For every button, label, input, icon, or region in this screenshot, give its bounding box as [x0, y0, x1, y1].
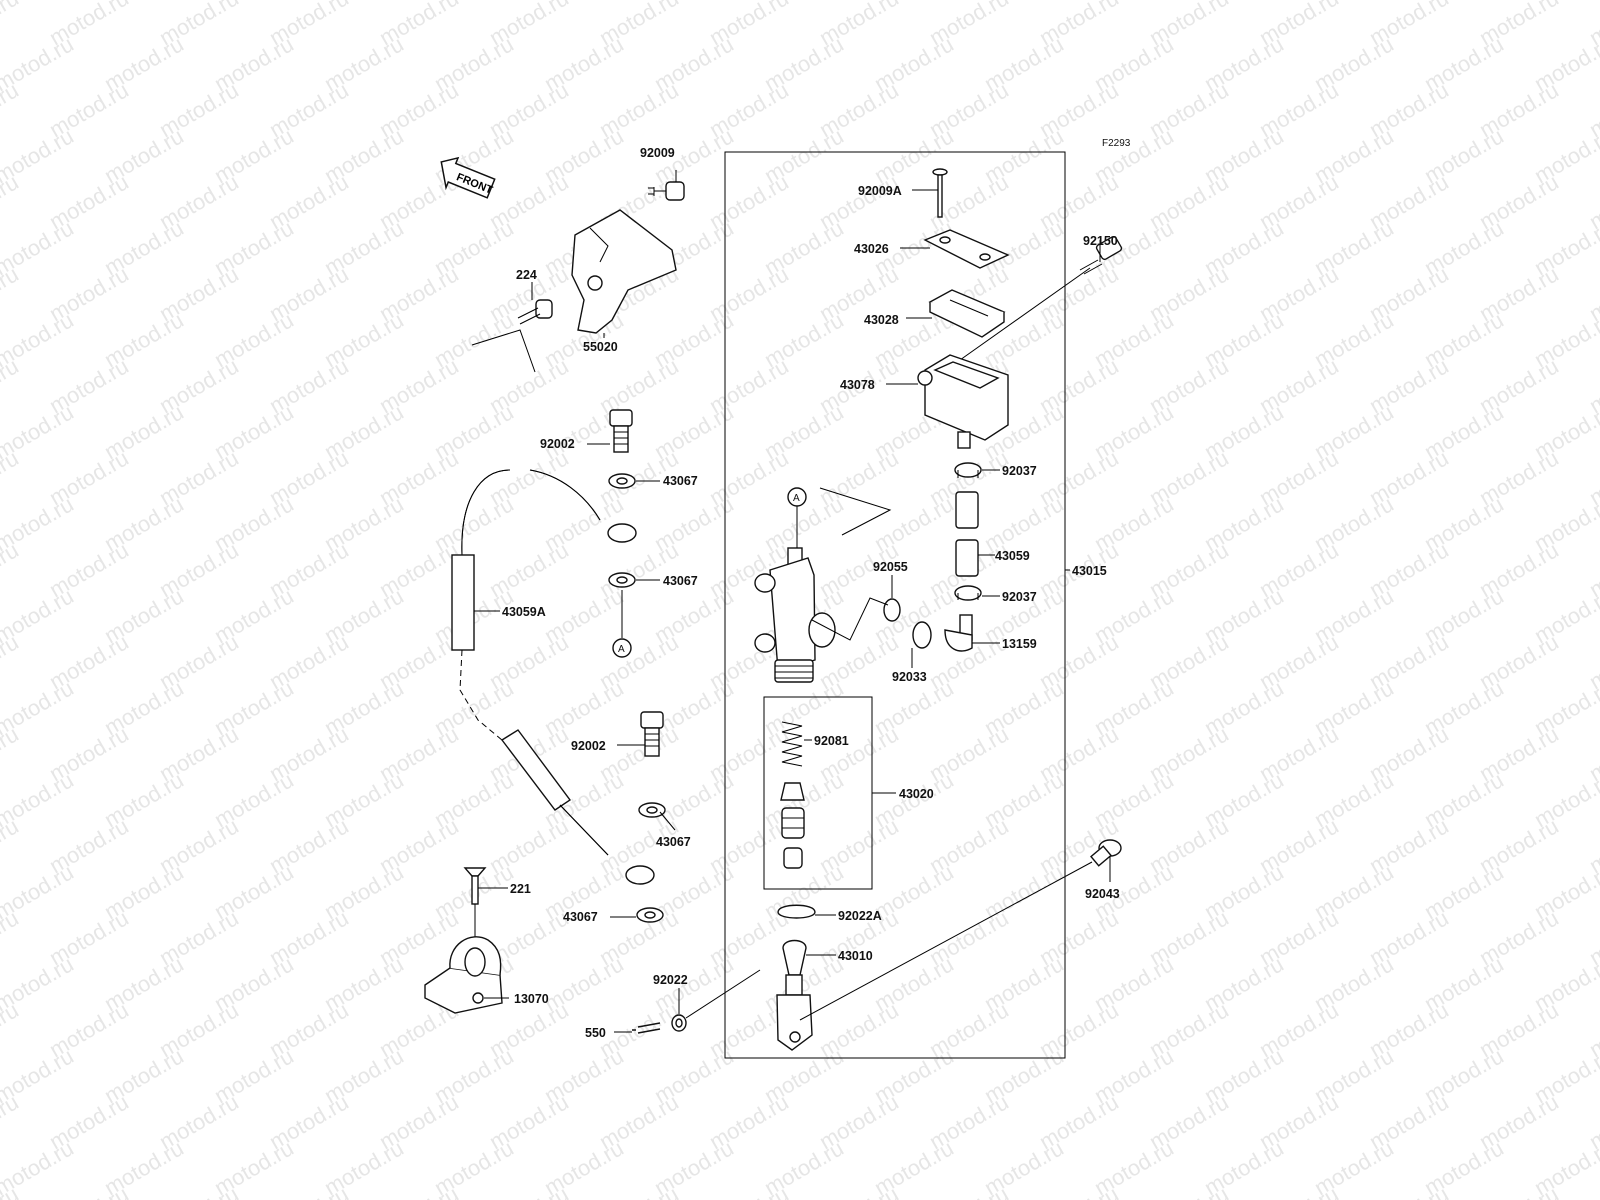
label-13159: 13159	[1002, 637, 1037, 651]
ref-a-left-text: A	[618, 644, 625, 655]
piston-parts-43020	[780, 782, 805, 869]
watermark-text: motod.ru	[0, 997, 23, 1062]
label-92037-bottom: 92037	[1002, 590, 1037, 604]
spring-92081	[781, 721, 803, 767]
clamp-13070	[424, 936, 503, 1014]
label-43026: 43026	[854, 242, 889, 256]
bolt-92009	[648, 181, 685, 201]
watermark-text: motod.ru	[925, 1181, 1013, 1200]
watermark-text: motod.ru	[375, 1181, 463, 1200]
figure-id: F2293	[1102, 138, 1131, 149]
reference-a-left: A	[612, 638, 632, 658]
clip-92037b	[954, 585, 982, 601]
watermark-text: motod.ru	[0, 261, 23, 326]
label-43028: 43028	[864, 313, 899, 327]
banjo-bolt-92002b	[640, 711, 664, 757]
watermark-text: motod.ru	[1035, 1181, 1123, 1200]
push-rod-43010	[776, 939, 813, 1051]
watermark-text: motod.ru	[45, 1181, 133, 1200]
leader-lines	[474, 170, 1111, 1033]
label-550: 550	[585, 1026, 606, 1040]
watermark-text: motod.ru	[0, 353, 23, 418]
watermark-text: motod.ru	[0, 445, 23, 510]
watermark-text: motod.ru	[0, 77, 23, 142]
label-43059A: 43059A	[502, 605, 546, 619]
watermark-text: motod.ru	[0, 0, 23, 50]
label-92009A: 92009A	[858, 184, 902, 198]
watermark-text: motod.ru	[595, 1181, 683, 1200]
label-92022A: 92022A	[838, 909, 882, 923]
banjo-bolt-92002a	[609, 409, 633, 453]
label-43067-4: 43067	[563, 910, 598, 924]
label-43067-1: 43067	[663, 474, 698, 488]
oring-92055	[883, 598, 901, 622]
circlip-92022A	[777, 904, 816, 919]
label-92150: 92150	[1083, 234, 1118, 248]
label-43078: 43078	[840, 378, 875, 392]
cylinder-body-43015	[754, 547, 889, 683]
label-43059: 43059	[995, 549, 1030, 563]
screw-92009A	[932, 168, 948, 218]
hose-43059	[955, 491, 979, 577]
label-92037-top: 92037	[1002, 464, 1037, 478]
label-224: 224	[516, 268, 537, 282]
ref-a-right-text: A	[793, 493, 800, 504]
label-92002-bottom: 92002	[571, 739, 606, 753]
bolt-224	[517, 299, 553, 325]
pin-92043	[799, 839, 1122, 1021]
watermark-text: motod.ru	[1365, 1181, 1453, 1200]
watermark-text: motod.ru	[1255, 1181, 1343, 1200]
brake-hose-43059A	[451, 469, 655, 885]
diaphragm-43028	[928, 289, 1006, 338]
watermark-text: motod.ru	[0, 169, 23, 234]
label-43067-2: 43067	[663, 574, 698, 588]
watermark-text: motod.ru	[0, 721, 23, 786]
assembly-frame	[724, 151, 1066, 1059]
reference-a-right: A	[787, 487, 807, 507]
fitting-13159	[944, 614, 973, 652]
watermark-text: motod.ru	[0, 813, 23, 878]
cap-43026	[923, 229, 1010, 269]
watermark-text: motod.ru	[1475, 1181, 1563, 1200]
label-92055: 92055	[873, 560, 908, 574]
cotter-pin-550	[632, 1022, 661, 1034]
label-43010: 43010	[838, 949, 873, 963]
label-92002-top: 92002	[540, 437, 575, 451]
clip-92037a	[954, 462, 982, 478]
circlip-92033	[912, 621, 932, 649]
bracket-55020	[571, 209, 677, 334]
label-13070: 13070	[514, 992, 549, 1006]
reservoir-43078	[917, 354, 1009, 449]
label-221: 221	[510, 882, 531, 896]
watermark-text: motod.ru	[485, 1181, 573, 1200]
label-55020: 55020	[583, 340, 618, 354]
bolt-92150	[959, 235, 1123, 361]
label-92043: 92043	[1085, 887, 1120, 901]
watermark-text: motod.ru	[0, 905, 23, 970]
label-92081: 92081	[814, 734, 849, 748]
watermark-text: motod.ru	[0, 629, 23, 694]
label-43020: 43020	[899, 787, 934, 801]
watermark-text: motod.ru	[155, 1181, 243, 1200]
label-43067-3: 43067	[656, 835, 691, 849]
label-92033: 92033	[892, 670, 927, 684]
watermark-text: motod.ru	[705, 1181, 793, 1200]
label-92022: 92022	[653, 973, 688, 987]
watermark-text: motod.ru	[265, 1181, 353, 1200]
label-92009: 92009	[640, 146, 675, 160]
label-43015: 43015	[1072, 564, 1107, 578]
watermark-text: motod.ru	[815, 1181, 903, 1200]
watermark-text: motod.ru	[0, 537, 23, 602]
watermark-text: motod.ru	[0, 1089, 23, 1154]
part-labels: 92009 224 55020 92002 43067 43067 43059A…	[502, 146, 1120, 1040]
watermark-text: motod.ru	[1585, 1181, 1600, 1200]
leader-224	[471, 329, 536, 373]
watermark-text: motod.ru	[1145, 1181, 1233, 1200]
